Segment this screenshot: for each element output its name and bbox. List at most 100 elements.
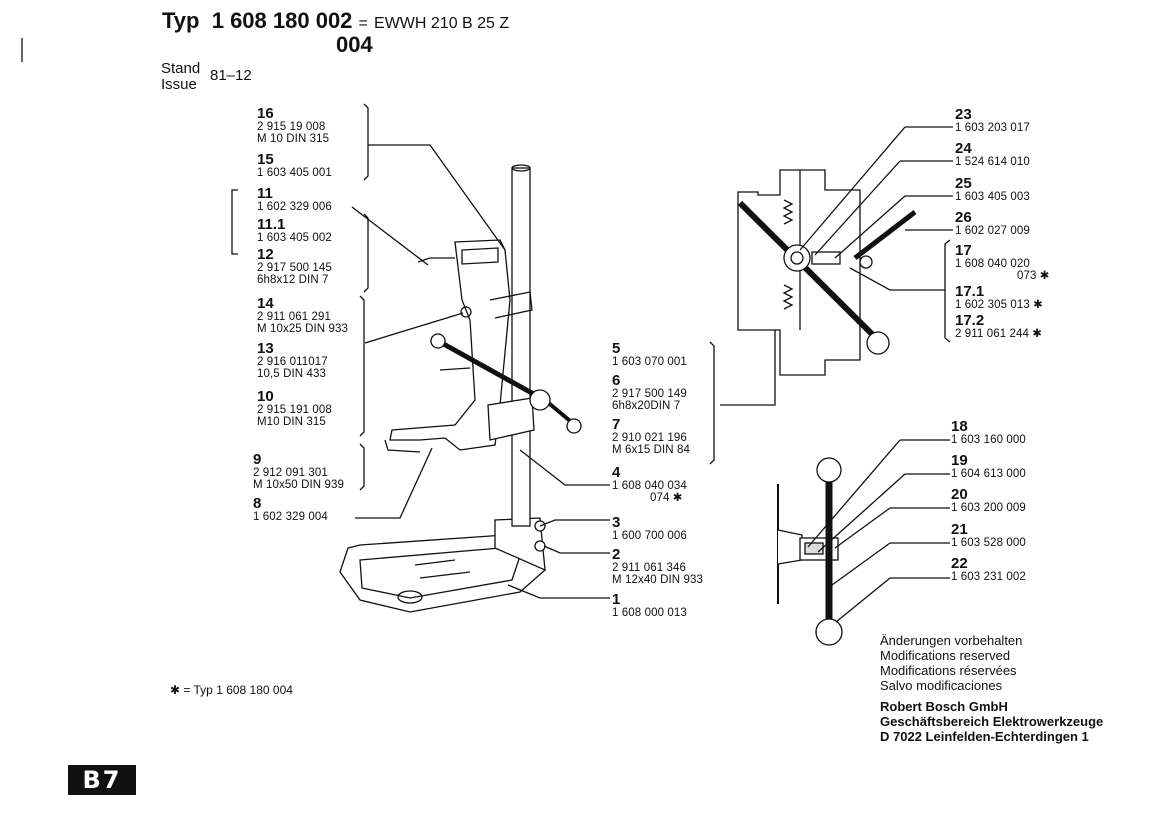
feed-knob-2 — [566, 418, 582, 434]
clamp-8 — [384, 439, 421, 453]
base-hole — [397, 590, 423, 604]
column — [511, 167, 531, 527]
part-23: 23 1 603 203 017 — [955, 107, 1030, 134]
company-address: D 7022 Leinfelden-Echterdingen 1 — [880, 729, 1089, 744]
leader-4 — [519, 449, 610, 486]
part-15: 15 1 603 405 001 — [257, 152, 332, 179]
modification-line: Modifications reserved — [880, 648, 1011, 663]
part-code: 1 608 040 034 — [612, 480, 687, 492]
screw-2 — [534, 540, 546, 552]
part-code: 2 917 500 145 — [257, 262, 332, 274]
part-code: 1 600 700 006 — [612, 530, 687, 542]
detail2-knob-bottom — [815, 618, 843, 646]
part-19: 19 1 604 613 000 — [951, 453, 1026, 480]
part-22: 22 1 603 231 002 — [951, 556, 1026, 583]
company-block: Robert Bosch GmbH Geschäftsbereich Elekt… — [880, 699, 1103, 744]
part-number: 8 — [253, 495, 262, 512]
part-number: 11 — [257, 185, 273, 202]
part-code: 1 603 405 003 — [955, 191, 1030, 203]
part-code: 2 917 500 149 — [612, 388, 687, 400]
part-17-1: 17.1 1 602 305 013 ✱ — [955, 284, 1043, 311]
detail-clamp-lever — [853, 210, 917, 260]
leader-1 — [507, 584, 610, 599]
part-code: 1 602 027 009 — [955, 225, 1030, 237]
leader-20 — [834, 507, 891, 549]
part-number: 21 — [951, 521, 968, 538]
part-code: 2 912 091 301 — [253, 467, 328, 479]
part-code: M 10x50 DIN 939 — [253, 479, 344, 491]
feed-lever — [438, 339, 550, 405]
part-13: 13 2 916 011017 10,5 DIN 433 — [257, 341, 328, 380]
part-number: 13 — [257, 340, 274, 357]
part-code: 1 602 329 004 — [253, 511, 328, 523]
part-26: 26 1 602 027 009 — [955, 210, 1030, 237]
part-code: M 10 DIN 315 — [257, 133, 330, 145]
part-code: 2 915 19 008 — [257, 121, 326, 133]
leader-22 — [835, 577, 891, 623]
base-slot-2 — [419, 571, 471, 579]
typ-equals: = — [358, 15, 368, 32]
part-number: 15 — [257, 151, 274, 168]
part-11-1: 11.1 1 603 405 002 — [257, 217, 332, 244]
carriage-top — [461, 247, 499, 265]
part-code: 1 603 528 000 — [951, 537, 1026, 549]
detail-lever — [737, 200, 883, 345]
part-8: 8 1 602 329 004 — [253, 496, 328, 523]
part-16: 16 2 915 19 008 M 10 DIN 315 — [257, 106, 329, 145]
detail2-knob-top — [816, 457, 842, 483]
part-17-2: 17.2 2 911 061 244 ✱ — [955, 313, 1042, 340]
part-5: 5 1 603 070 001 — [612, 341, 687, 368]
part-number: 17.2 — [955, 312, 985, 329]
column-top — [511, 164, 531, 172]
brace-14-10 — [359, 295, 365, 437]
part-code: 1 608 000 013 — [612, 607, 687, 619]
part-18: 18 1 603 160 000 — [951, 419, 1026, 446]
part-number: 9 — [253, 451, 262, 468]
part-code: 1 603 070 001 — [612, 356, 687, 368]
brace-16-15 — [363, 103, 369, 181]
part-number: 14 — [257, 295, 274, 312]
part-code: 2 915 191 008 — [257, 404, 332, 416]
part-number: 1 — [612, 591, 621, 608]
detail2-screw — [804, 542, 824, 555]
part-4: 4 1 608 040 034 074 ✱ — [612, 465, 687, 504]
leader-8 — [355, 447, 433, 519]
part-10: 10 2 915 191 008 M10 DIN 315 — [257, 389, 332, 428]
leader-17 — [849, 267, 945, 291]
part-number: 6 — [612, 372, 621, 389]
issue-value: 81–12 — [210, 67, 252, 84]
part-code: 2 911 061 291 — [257, 311, 331, 323]
company-name: Robert Bosch GmbH — [880, 699, 1008, 714]
brace-11 — [231, 189, 238, 255]
part-code: M 6x15 DIN 84 — [612, 444, 690, 456]
part-code: 2 911 061 346 — [612, 562, 686, 574]
part-9: 9 2 912 091 301 M 10x50 DIN 939 — [253, 452, 344, 491]
leader-19 — [817, 473, 906, 553]
part-number: 18 — [951, 418, 968, 435]
leader-3 — [539, 519, 610, 527]
part-code: 2 911 061 244 ✱ — [955, 328, 1043, 340]
part-number: 12 — [257, 246, 274, 263]
part-7: 7 2 910 021 196 M 6x15 DIN 84 — [612, 417, 690, 456]
part-code: 6h8x20DIN 7 — [612, 400, 681, 412]
part-code: 1 603 231 002 — [951, 571, 1026, 583]
carriage-lower-collar — [487, 397, 535, 441]
part-code: M10 DIN 315 — [257, 416, 326, 428]
part-code: 1 603 160 000 — [951, 434, 1026, 446]
part-number: 7 — [612, 416, 621, 433]
part-11: 11 1 602 329 006 — [257, 186, 332, 213]
detail2-bracket — [777, 529, 803, 565]
detail-rack-teeth-2 — [782, 284, 794, 310]
part-code: 1 604 613 000 — [951, 468, 1026, 480]
leader-11 — [351, 206, 429, 266]
part-code: 10,5 DIN 433 — [257, 368, 326, 380]
company-division: Geschäftsbereich Elektrowerkzeuge — [880, 714, 1104, 729]
part-code: 1 524 614 010 — [955, 156, 1030, 168]
part-3: 3 1 600 700 006 — [612, 515, 687, 542]
model-name: EWWH 210 B 25 Z — [374, 15, 510, 32]
detail-rack-teeth — [782, 199, 794, 225]
part-number: 17.1 — [955, 283, 985, 300]
detail-clamp-knob — [859, 255, 873, 269]
footnote: ✱ = Typ 1 608 180 004 — [170, 683, 293, 697]
